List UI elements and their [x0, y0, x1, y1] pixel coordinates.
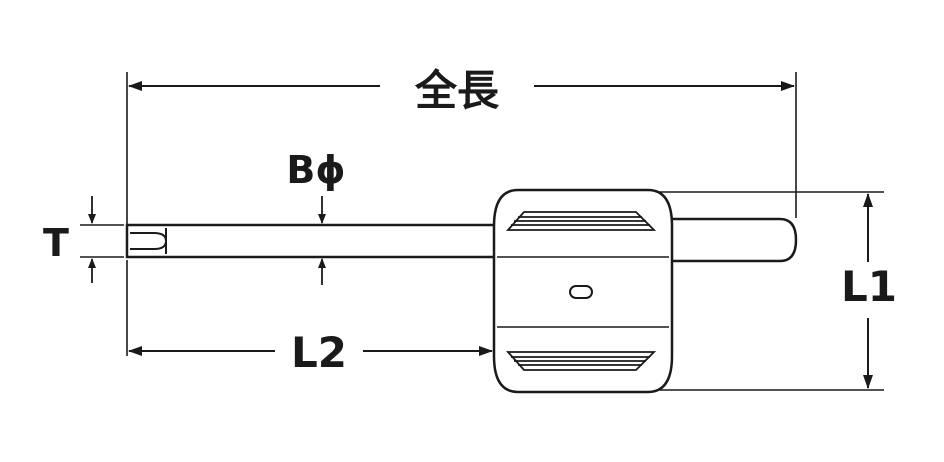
- shaft: [125, 223, 501, 259]
- handle-length-label: L1: [841, 262, 897, 311]
- shaft-end: [660, 217, 798, 263]
- top-grip: [505, 211, 657, 231]
- shaft-length-label: L2: [291, 328, 347, 377]
- extension-lines: [80, 72, 884, 391]
- screwdriver-shape: [125, 188, 798, 394]
- handle-hole: [569, 285, 593, 299]
- tip-thickness-label: T: [43, 221, 69, 265]
- shaft-tip: [130, 228, 168, 254]
- bottom-grip: [505, 351, 657, 371]
- shaft-diameter-label: Bϕ: [286, 148, 345, 192]
- total-length-label: 全長: [414, 66, 500, 115]
